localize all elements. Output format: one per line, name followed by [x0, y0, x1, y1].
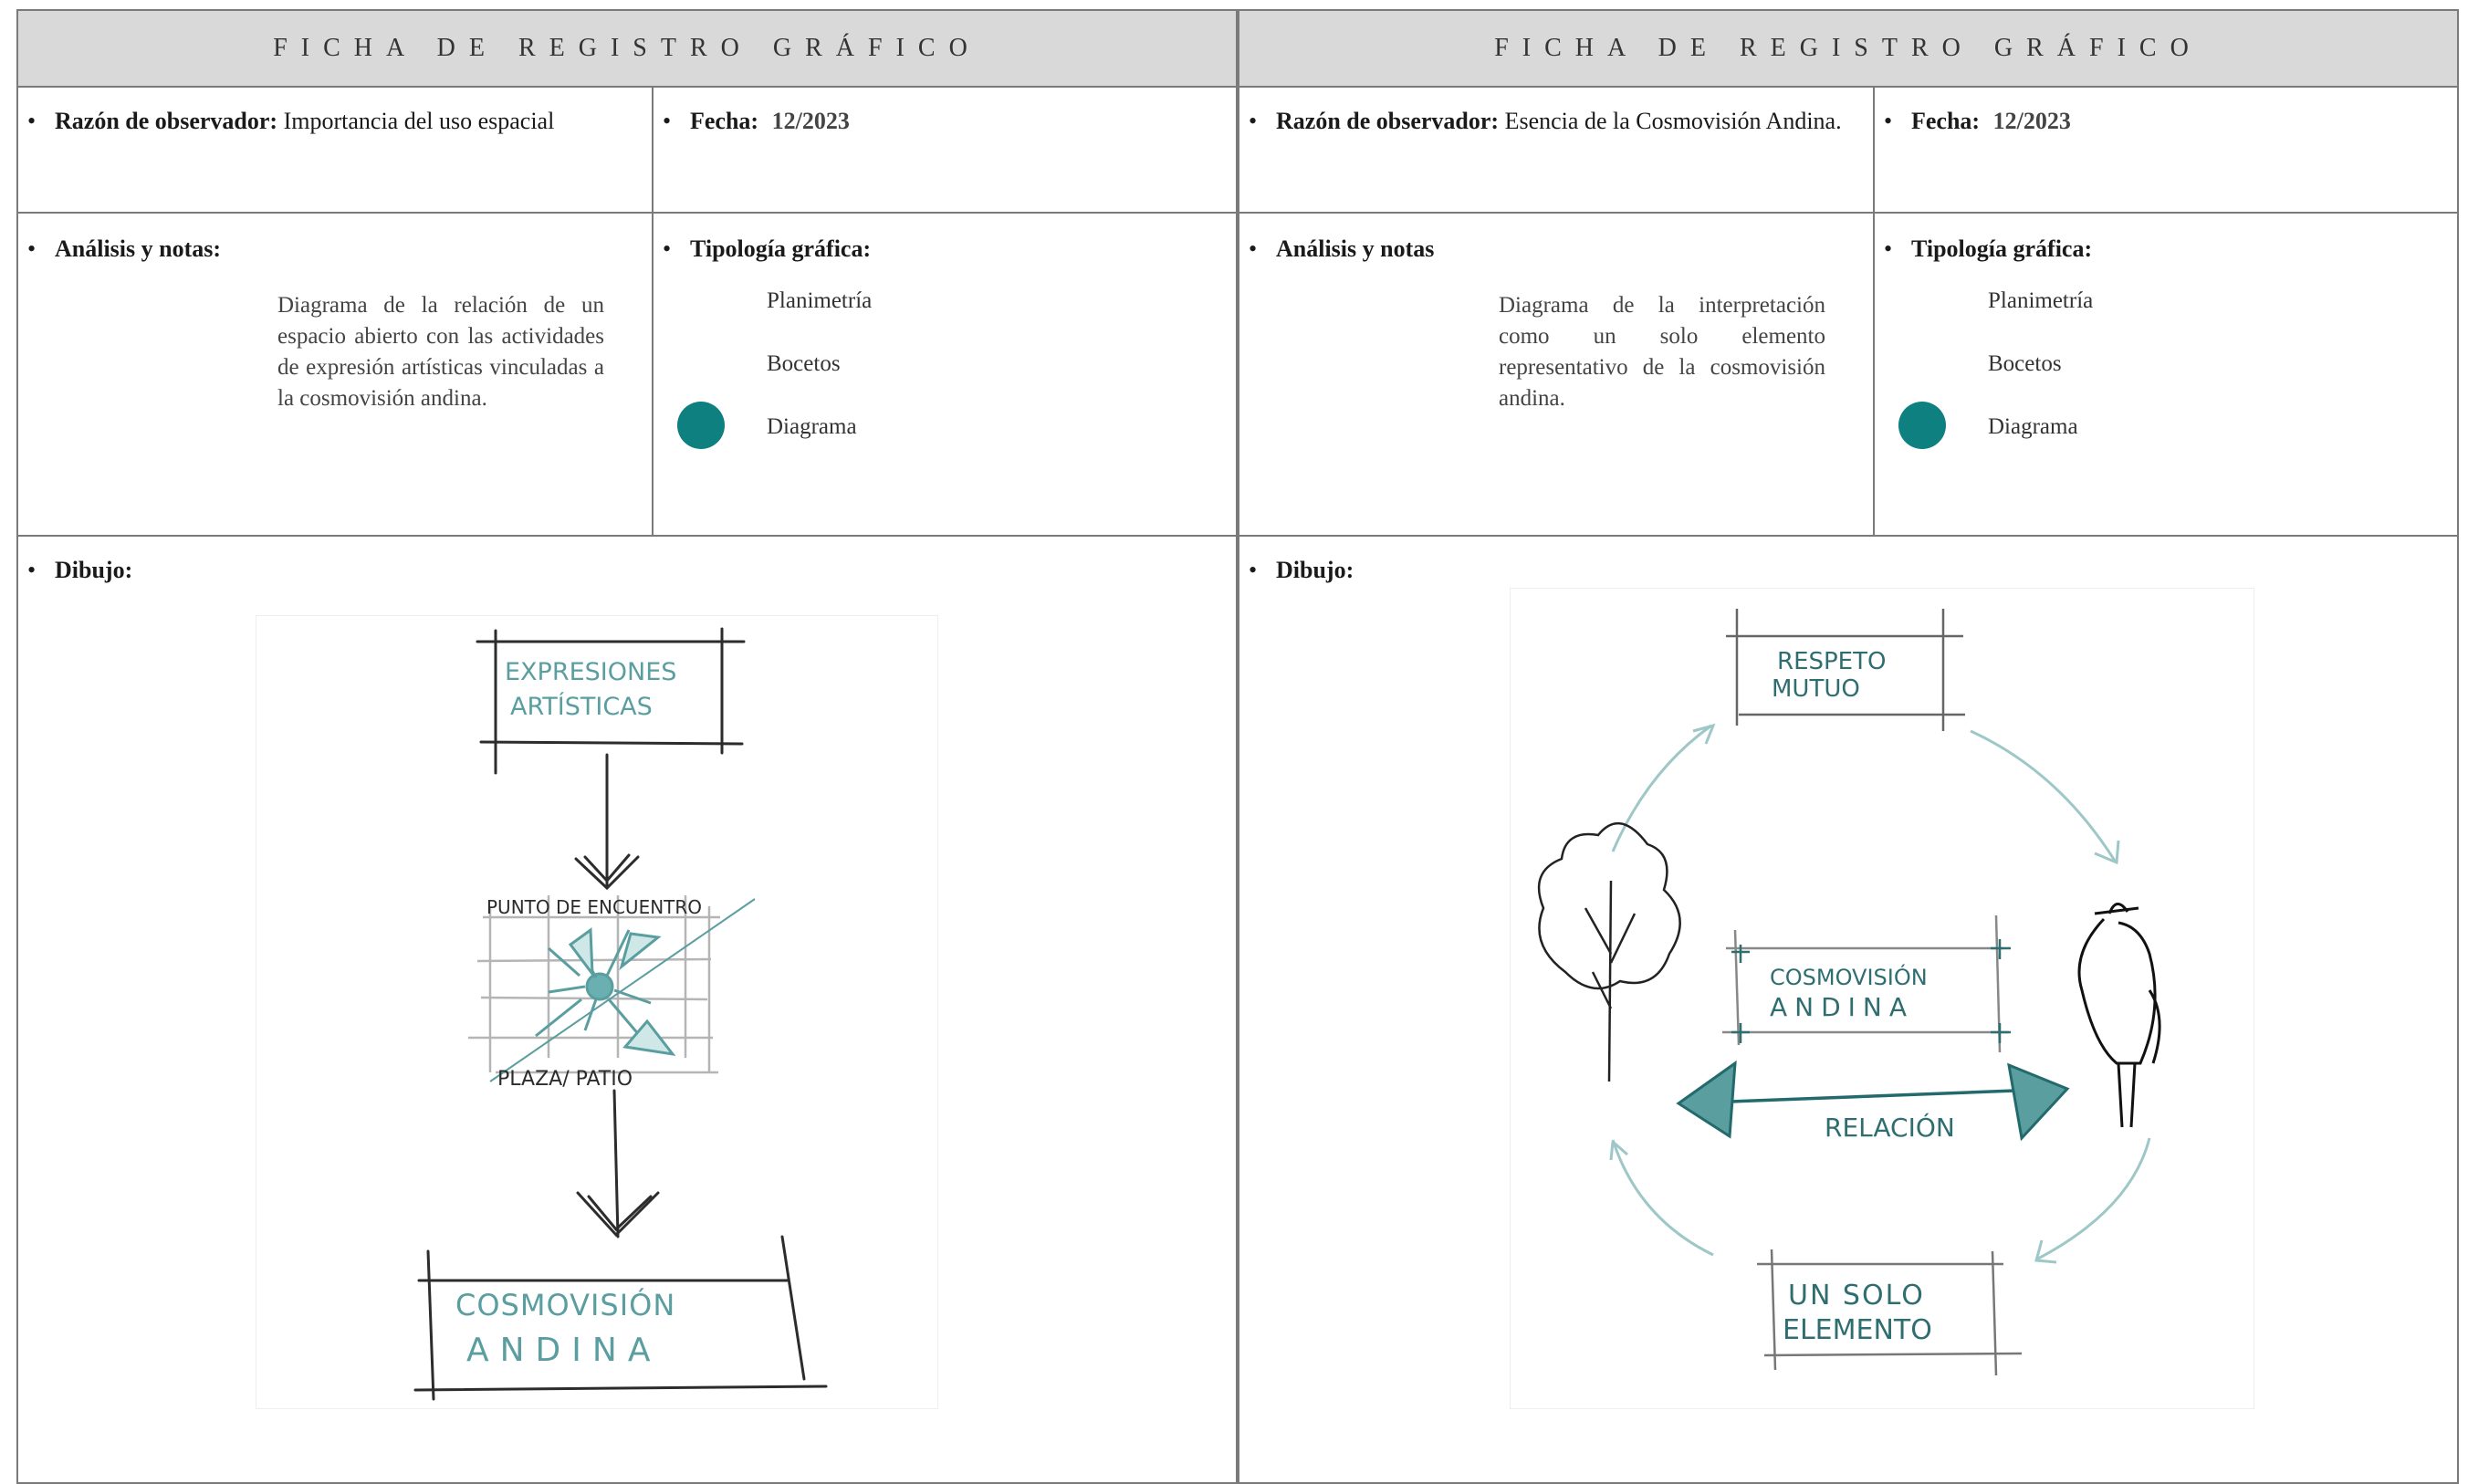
- drawing-cell: •Dibujo:: [16, 535, 1238, 1484]
- date-field: •Fecha: 12/2023: [663, 108, 850, 134]
- typology-label: Tipología gráfica:: [690, 235, 872, 262]
- diagram-label-meeting-point: PUNTO DE ENCUENTRO: [486, 896, 702, 918]
- date-label: Fecha:: [1911, 108, 1981, 134]
- analysis-text: Diagrama de la interpretación como un so…: [1499, 293, 1825, 411]
- analysis-label: Análisis y notas: [1276, 235, 1435, 262]
- observer-cell: •Razón de observador: Esencia de la Cosm…: [1238, 86, 1875, 214]
- typology-option-diagrama: Diagrama: [1988, 414, 2078, 439]
- diagram-label-plaza: PLAZA/ PATIO: [497, 1068, 633, 1091]
- typology-option-bocetos: Bocetos: [1988, 351, 2062, 376]
- typology-cell: •Tipología gráfica: Planimetría Bocetos …: [652, 212, 1238, 537]
- diagram-label-top-2: MUTUO: [1772, 675, 1860, 703]
- diagram-label-center-1: COSMOVISIÓN: [1770, 963, 1928, 990]
- drawing-field: •Dibujo:: [27, 557, 133, 583]
- date-value: 12/2023: [1992, 108, 2071, 134]
- observer-cell: •Razón de observador: Importancia del us…: [16, 86, 654, 214]
- diagram-image: RESPETO MUTUO COSMOVISIÓ: [1510, 588, 2254, 1409]
- date-cell: •Fecha: 12/2023: [1873, 86, 2459, 214]
- date-label: Fecha:: [690, 108, 759, 134]
- typology-label: Tipología gráfica:: [1911, 235, 2093, 262]
- observer-label: Razón de observador:: [55, 108, 278, 134]
- typology-option-diagrama: Diagrama: [767, 414, 857, 439]
- drawing-field: •Dibujo:: [1249, 557, 1354, 583]
- record-sheet-right: FICHA DE REGISTRO GRÁFICO •Razón de obse…: [1238, 9, 2459, 1484]
- sheet-header: FICHA DE REGISTRO GRÁFICO: [16, 9, 1238, 88]
- selected-dot-icon: [1898, 402, 1946, 449]
- drawing-label: Dibujo:: [1276, 557, 1354, 583]
- observer-field: •Razón de observador: Esencia de la Cosm…: [1249, 108, 1842, 134]
- observer-label: Razón de observador:: [1276, 108, 1500, 134]
- observer-value: Importancia del uso espacial: [283, 108, 555, 134]
- diagram-label-top-1: RESPETO: [1777, 648, 1886, 675]
- typology-field: •Tipología gráfica:: [1884, 235, 2093, 262]
- diagram-label-bottom-1: UN SOLO: [1788, 1280, 1925, 1312]
- typology-field: •Tipología gráfica:: [663, 235, 872, 262]
- diagram-label-top-2: ARTÍSTICAS: [510, 692, 653, 721]
- record-sheet-left: FICHA DE REGISTRO GRÁFICO •Razón de obse…: [16, 9, 1238, 1484]
- selected-dot-icon: [677, 402, 725, 449]
- analysis-field: •Análisis y notas: [1249, 235, 1435, 262]
- date-value: 12/2023: [771, 108, 850, 134]
- analysis-label: Análisis y notas:: [55, 235, 222, 262]
- diagram-label-relation: RELACIÓN: [1825, 1112, 1955, 1143]
- diagram-image: EXPRESIONES ARTÍSTICAS PUNTO DE ENCUENTR…: [256, 615, 938, 1409]
- date-field: •Fecha: 12/2023: [1884, 108, 2071, 134]
- drawing-label: Dibujo:: [55, 557, 133, 583]
- analysis-cell: •Análisis y notas: Diagrama de la relaci…: [16, 212, 654, 537]
- analysis-text: Diagrama de la relación de un espacio ab…: [277, 293, 604, 411]
- typology-option-bocetos: Bocetos: [767, 351, 841, 376]
- diagram-label-bottom-1: COSMOVISIÓN: [455, 1287, 675, 1322]
- analysis-field: •Análisis y notas:: [27, 235, 222, 262]
- observer-value: Esencia de la Cosmovisión Andina.: [1504, 108, 1842, 134]
- typology-option-planimetria: Planimetría: [767, 288, 873, 313]
- diagram-svg: RESPETO MUTUO COSMOVISIÓ: [1537, 609, 2161, 1376]
- analysis-cell: •Análisis y notas Diagrama de la interpr…: [1238, 212, 1875, 537]
- diagram-label-bottom-2: ANDINA: [466, 1332, 661, 1369]
- diagram-label-center-2: ANDINA: [1770, 992, 1914, 1022]
- diagram-label-bottom-2: ELEMENTO: [1783, 1314, 1932, 1346]
- typology-option-planimetria: Planimetría: [1988, 288, 2094, 313]
- diagram-label-top-1: EXPRESIONES: [505, 658, 676, 686]
- observer-field: •Razón de observador: Importancia del us…: [27, 108, 555, 134]
- typology-cell: •Tipología gráfica: Planimetría Bocetos …: [1873, 212, 2459, 537]
- sheet-header: FICHA DE REGISTRO GRÁFICO: [1238, 9, 2459, 88]
- date-cell: •Fecha: 12/2023: [652, 86, 1238, 214]
- drawing-cell: •Dibujo: RESPETO MUTUO: [1238, 535, 2459, 1484]
- diagram-svg: EXPRESIONES ARTÍSTICAS PUNTO DE ENCUENTR…: [413, 627, 828, 1401]
